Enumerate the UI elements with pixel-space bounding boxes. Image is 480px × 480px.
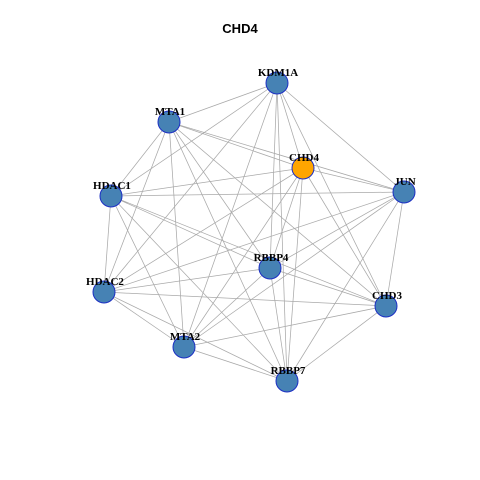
edge-chd4-mta2 [183, 167, 304, 348]
node-hdac1[interactable] [99, 184, 123, 208]
edge-kdm1a-chd4 [276, 82, 304, 169]
edge-chd4-rbbp4 [269, 167, 304, 269]
edge-chd4-chd3 [302, 167, 387, 307]
edge-mta1-mta2 [168, 121, 185, 348]
edge-jun-mta2 [183, 191, 405, 348]
node-mta1[interactable] [157, 110, 181, 134]
edge-chd4-hdac1 [110, 167, 304, 197]
nodes-layer [92, 71, 416, 393]
node-rbbp7[interactable] [275, 369, 299, 393]
node-kdm1a[interactable] [265, 71, 289, 95]
edge-kdm1a-hdac1 [110, 82, 278, 197]
edge-mta1-hdac1 [110, 121, 170, 197]
edge-mta2-rbbp7 [183, 346, 288, 382]
node-jun[interactable] [392, 180, 416, 204]
graph-title: CHD4 [222, 21, 258, 36]
edge-kdm1a-rbbp4 [269, 82, 278, 269]
node-label-hdac2: HDAC2 [86, 276, 124, 288]
edge-kdm1a-mta2 [183, 82, 278, 348]
node-chd4[interactable] [291, 156, 315, 180]
edges-layer [103, 82, 405, 382]
edge-mta1-rbbp4 [168, 121, 271, 269]
edge-jun-chd3 [385, 191, 405, 307]
edge-jun-rbbp7 [286, 191, 405, 382]
node-label-mta2: MTA2 [170, 331, 201, 343]
edge-mta1-jun [168, 121, 405, 193]
edge-hdac1-mta2 [110, 195, 185, 348]
edge-kdm1a-mta1 [168, 82, 278, 123]
node-label-chd3: CHD3 [372, 290, 402, 302]
edge-mta1-chd3 [168, 121, 387, 307]
edge-hdac1-hdac2 [103, 195, 112, 293]
edge-hdac2-rbbp7 [103, 291, 288, 382]
node-label-mta1: MTA1 [155, 106, 185, 118]
edge-rbbp4-mta2 [183, 267, 271, 348]
node-label-kdm1a: KDM1A [258, 67, 298, 79]
edge-rbbp4-rbbp7 [269, 267, 288, 382]
edge-kdm1a-chd3 [276, 82, 387, 307]
edge-hdac2-chd3 [103, 291, 387, 307]
node-mta2[interactable] [172, 335, 196, 359]
edge-chd4-rbbp7 [286, 167, 304, 382]
edge-kdm1a-hdac2 [103, 82, 278, 293]
edge-chd4-hdac2 [103, 167, 304, 293]
edge-mta1-chd4 [168, 121, 304, 169]
edge-chd3-rbbp7 [286, 305, 387, 382]
node-label-rbbp7: RBBP7 [271, 365, 306, 377]
node-label-jun: JUN [394, 176, 415, 188]
node-label-rbbp4: RBBP4 [254, 252, 289, 264]
node-chd3[interactable] [374, 294, 398, 318]
edge-jun-rbbp4 [269, 191, 405, 269]
edge-chd3-mta2 [183, 305, 387, 348]
node-label-chd4: CHD4 [289, 152, 319, 164]
edge-rbbp4-hdac2 [103, 267, 271, 293]
edge-hdac1-jun [110, 191, 405, 197]
node-label-hdac1: HDAC1 [93, 180, 131, 192]
edge-jun-hdac2 [103, 191, 405, 293]
node-hdac2[interactable] [92, 280, 116, 304]
node-rbbp4[interactable] [258, 256, 282, 280]
edge-rbbp4-chd3 [269, 267, 387, 307]
edge-kdm1a-jun [276, 82, 405, 193]
edge-hdac2-mta2 [103, 291, 185, 348]
edge-mta1-rbbp7 [168, 121, 288, 382]
edge-chd4-jun [302, 167, 405, 193]
edge-hdac1-rbbp4 [110, 195, 271, 269]
edge-hdac1-rbbp7 [110, 195, 288, 382]
edge-hdac1-chd3 [110, 195, 387, 307]
edge-mta1-hdac2 [103, 121, 170, 293]
